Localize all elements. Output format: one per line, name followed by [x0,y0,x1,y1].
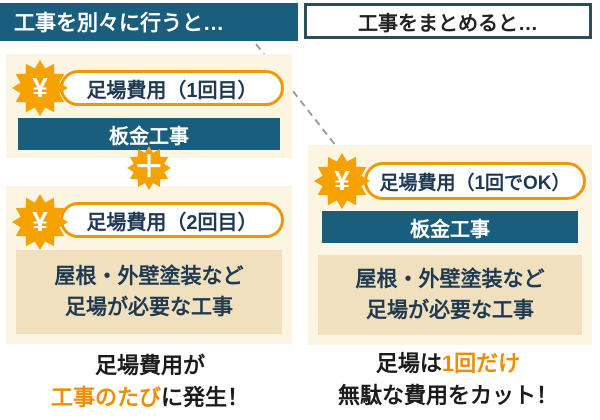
scaffolding-required-work-note: 屋根・外壁塗装など 足場が必要な工事 [16,250,282,334]
note-line-1: 屋根・外壁塗装など [54,264,244,288]
caption-line-2: 無駄な費用をカット！ [337,382,558,408]
yen-symbol: ¥ [32,206,48,237]
note-line-2: 足場が必要な工事 [65,296,233,319]
right-column-header: 工事をまとめると… [304,3,592,39]
left-block-first-scaffolding: ¥ 足場費用（1回目） 板金工事 [6,54,292,158]
yen-burst-icon: ¥ [12,194,68,250]
scaffolding-cost-first-badge: 足場費用（1回目） [60,70,284,106]
bar-label: 板金工事 [410,218,490,241]
scaffolding-required-work-note: 屋根・外壁塗装など 足場が必要な工事 [318,255,582,335]
badge-label: 足場費用（1回目） [86,79,258,102]
yen-symbol: ¥ [334,165,350,196]
note-line-2: 足場が必要な工事 [366,299,534,322]
left-block-second-scaffolding: ¥ 足場費用（2回目） 屋根・外壁塗装など 足場が必要な工事 [6,186,292,344]
badge-label: 足場費用（2回目） [86,211,258,234]
left-conclusion-caption: 足場費用が 工事のたびに発生！ [0,350,300,414]
yen-burst-icon: ¥ [12,60,68,116]
yen-symbol: ¥ [32,72,48,103]
yen-burst-icon: ¥ [314,153,370,209]
caption-highlight: 工事のたび [50,384,161,410]
caption-line-2: 工事のたびに発生！ [50,384,250,410]
left-header-label: 工事を別々に行うと… [14,12,224,35]
caption-line-1: 足場費用が [94,353,205,378]
bar-label: 板金工事 [109,125,189,148]
badge-label: 足場費用（1回でOK） [379,172,571,194]
left-column-header: 工事を別々に行うと… [0,3,298,41]
scaffolding-cost-once-badge: 足場費用（1回でOK） [364,162,586,200]
caption-line-1: 足場は1回だけ [375,351,521,376]
sheet-metal-work-bar: 板金工事 [18,118,280,150]
sheet-metal-work-bar: 板金工事 [322,211,578,243]
scaffolding-cost-second-badge: 足場費用（2回目） [60,202,284,238]
note-line-1: 屋根・外壁塗装など [355,267,545,291]
plus-symbol: ＋ [134,151,164,184]
right-conclusion-caption: 足場は1回だけ 無駄な費用をカット！ [298,348,598,412]
right-header-label: 工事をまとめると… [358,12,538,35]
right-block-combined-scaffolding: ¥ 足場費用（1回でOK） 板金工事 屋根・外壁塗装など 足場が必要な工事 [308,145,592,345]
caption-highlight: 1回だけ [441,351,521,376]
